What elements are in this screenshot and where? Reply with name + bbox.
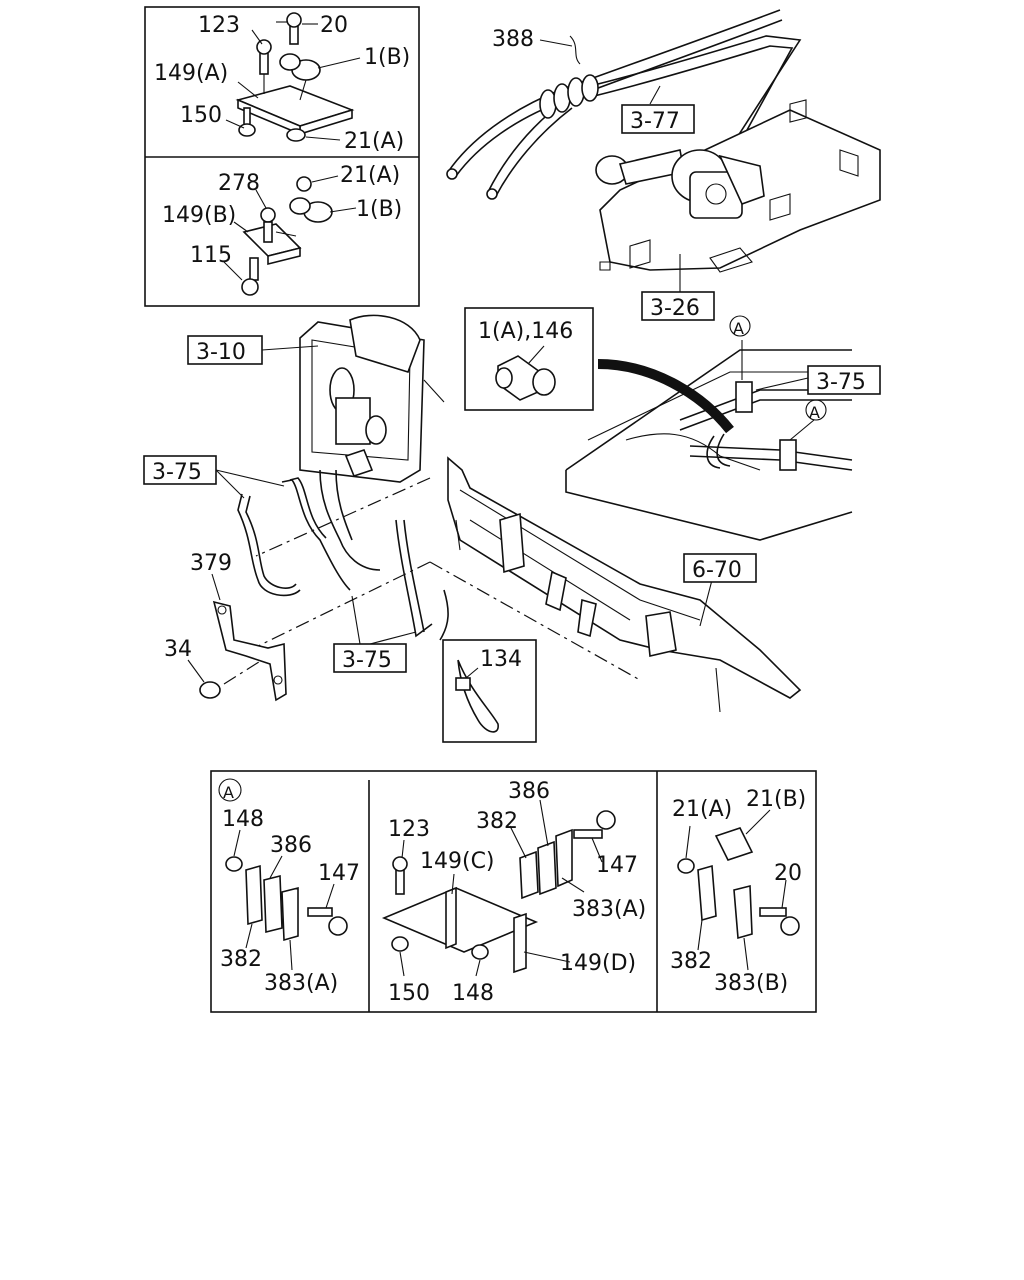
detail-mid-123: 123 [388,817,430,842]
ref-3-10: 3-10 [196,340,246,365]
marker-a-2: A [809,403,820,422]
lower-label-278: 278 [218,171,260,196]
lower-label-115: 115 [190,243,232,268]
upper-label-149a: 149(A) [154,61,228,86]
frame-crossmember: 6-70 [447,456,802,713]
detail-right-382: 382 [670,949,712,974]
lower-leaders [223,175,357,281]
ref-3-75-box-right [807,365,881,395]
bracket-379: 379 34 [164,551,287,702]
cable-tie-detail: 134 [442,639,537,743]
detail-mid-383a: 383(A) [572,897,646,922]
ref-6-70-box [683,553,757,583]
ref-3-75-right: 3-75 [816,370,866,395]
ref-3-26-box [641,291,715,321]
detail-a-left-leaders [233,829,335,971]
detail-right-21a: 21(A) [672,797,732,822]
detail-a-marker: A [223,783,234,802]
frame-rail-detail: A A 3-75 [565,315,881,541]
detail-mid-386: 386 [508,779,550,804]
hydraulic-unit-and-lines: 3-10 3-75 3-75 [143,314,449,673]
marker-a-circle-1 [729,315,751,337]
detail-a-right-parts [677,827,800,940]
reference-lines [223,477,641,685]
detail-a-marker-circle [218,778,242,802]
detail-mid-147: 147 [596,853,638,878]
ref-3-10-box [187,335,263,365]
detail-a-panel: A 148 386 147 382 383(A) [210,770,817,1013]
detail-mid-149c: 149(C) [420,849,495,874]
upper-label-20: 20 [320,13,348,38]
ref-6-70: 6-70 [692,558,742,583]
detail-a-right-leaders [685,809,787,971]
detail-mid-149d: 149(D) [560,951,636,976]
inset-clip-mounts: 123 20 149(A) 1(B) 150 21(A) 278 21(A) 1… [144,6,420,307]
detail-a-left-parts [225,856,348,942]
detail-mid-150: 150 [388,981,430,1006]
marker-a-1: A [733,319,744,338]
upper-label-123: 123 [198,13,240,38]
tubing-and-pump-assembly: 388 3-77 3-26 [446,9,881,321]
ref-3-75-box-left [143,455,217,485]
nut-label: 34 [164,637,192,662]
detail-left-383a: 383(A) [264,971,338,996]
upper-clip-assembly [235,12,355,142]
ref-3-75-left: 3-75 [152,460,202,485]
detail-right-21b: 21(B) [746,787,806,812]
upper-label-21a: 21(A) [344,129,404,154]
ref-3-77: 3-77 [630,109,680,134]
marker-a-circle-2 [805,399,827,421]
lower-label-1b: 1(B) [356,197,402,222]
detail-left-386: 386 [270,833,312,858]
lower-label-149b: 149(B) [162,203,236,228]
upper-leaders [225,23,361,141]
bracket-label: 379 [190,551,232,576]
detail-a-middle-leaders [399,799,603,977]
detail-mid-148: 148 [452,981,494,1006]
ref-3-75-box-bottom [333,643,407,673]
clip-detail: 1(A),146 [464,307,734,434]
hose-clip-label: 388 [492,27,534,52]
tie-label: 134 [480,647,522,672]
upper-label-1b: 1(B) [364,45,410,70]
detail-left-382: 382 [220,947,262,972]
ref-3-77-box [621,104,695,134]
detail-left-148: 148 [222,807,264,832]
lower-clip-assembly [241,176,333,296]
detail-right-20: 20 [774,861,802,886]
ref-3-75-bottom: 3-75 [342,648,392,673]
detail-right-383b: 383(B) [714,971,788,996]
detail-mid-382: 382 [476,809,518,834]
clip-detail-label: 1(A),146 [478,319,573,344]
detail-left-147: 147 [318,861,360,886]
ref-3-26: 3-26 [650,296,700,321]
tie-detail-frame [442,639,537,743]
upper-label-150: 150 [180,103,222,128]
lower-label-21a: 21(A) [340,163,400,188]
